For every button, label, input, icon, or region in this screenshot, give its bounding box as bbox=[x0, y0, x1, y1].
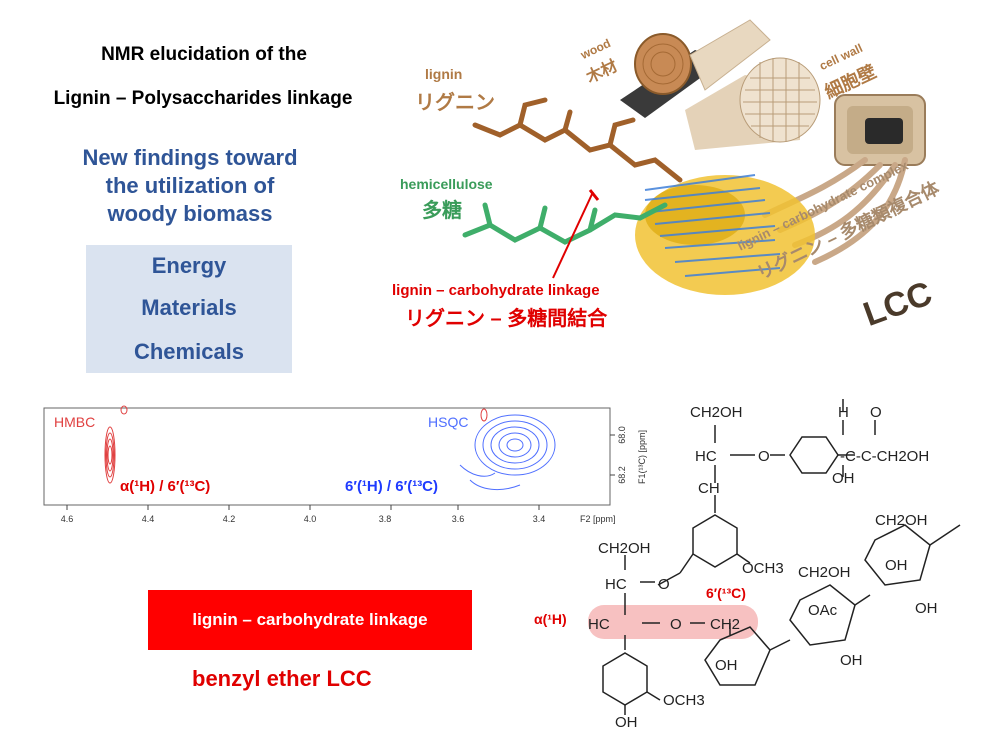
atom-oh-top: OH bbox=[832, 470, 855, 487]
subtitle-line-1: New findings toward bbox=[82, 145, 298, 170]
atom-ch2oh-mid: CH2OH bbox=[598, 540, 651, 557]
label-lignin-en: lignin bbox=[425, 66, 463, 82]
applications-box: Energy Materials Chemicals bbox=[86, 245, 292, 373]
application-materials: Materials bbox=[141, 295, 237, 320]
peak-label-hmbc: α(¹H) / 6′(¹³C) bbox=[120, 478, 211, 495]
label-linkage-ja: リグニン – 多糖間結合 bbox=[405, 308, 608, 330]
x-tick-4.2: 4.2 bbox=[223, 514, 236, 524]
x-tick-4.6: 4.6 bbox=[61, 514, 74, 524]
label-hemicellulose-ja: 多糖 bbox=[422, 200, 462, 222]
lcc-chemical-structure: CH2OH HC O CH H O -C-C-CH2OH OH OCH3 CH2… bbox=[588, 399, 961, 731]
y-axis-label: F1(¹³C) [ppm] bbox=[637, 430, 647, 484]
wood-structure-illustration bbox=[462, 19, 926, 295]
atom-o-mid: O bbox=[658, 576, 670, 593]
application-energy: Energy bbox=[151, 253, 227, 278]
atom-oh-sugar3b: OH bbox=[915, 600, 938, 617]
conclusion-text: benzyl ether LCC bbox=[192, 666, 372, 691]
atom-h: H bbox=[838, 404, 849, 421]
subtitle: New findings toward the utilization of w… bbox=[40, 144, 340, 228]
label-linkage-en: lignin – carbohydrate linkage bbox=[392, 282, 600, 299]
label-hemicellulose-en: hemicellulose bbox=[400, 176, 493, 192]
atom-ch2oh-sugar2: CH2OH bbox=[798, 564, 851, 581]
cell-wall-illustration bbox=[685, 57, 926, 166]
atom-hc-top: HC bbox=[695, 448, 717, 465]
title-line-1: NMR elucidation of the bbox=[101, 44, 307, 65]
x-tick-4.4: 4.4 bbox=[142, 514, 155, 524]
alpha-h-label: α(¹H) bbox=[534, 611, 567, 627]
atom-side-chain: -C-C-CH2OH bbox=[840, 448, 929, 465]
atom-och3-bottom: OCH3 bbox=[663, 692, 705, 709]
y-tick-68.2: 68.2 bbox=[617, 466, 627, 484]
six-c-label: 6′(¹³C) bbox=[706, 585, 746, 601]
x-tick-4.0: 4.0 bbox=[304, 514, 317, 524]
peak-label-hsqc: 6′(¹H) / 6′(¹³C) bbox=[345, 478, 439, 495]
atom-ch2oh-top: CH2OH bbox=[690, 404, 743, 421]
atom-o-top: O bbox=[758, 448, 770, 465]
x-tick-3.6: 3.6 bbox=[452, 514, 465, 524]
x-axis bbox=[66, 505, 540, 510]
hsqc-contours bbox=[459, 414, 556, 491]
label-lignin-ja: リグニン bbox=[415, 92, 495, 114]
atom-ohho: OH bbox=[715, 657, 738, 674]
x-axis-unit: F2 [ppm] bbox=[580, 514, 616, 524]
atom-oh-sugar2: OH bbox=[840, 652, 863, 669]
nmr-spectrum: 4.6 4.4 4.2 4.0 3.8 3.6 3.4 F2 [ppm] 68.… bbox=[43, 405, 647, 524]
wood-log-illustration bbox=[620, 19, 771, 118]
linkage-pointer bbox=[552, 191, 594, 279]
title-line-2: Lignin – Polysaccharides linkage bbox=[53, 88, 353, 109]
atom-ch2-six: CH2 bbox=[710, 616, 740, 633]
y-tick-68.0: 68.0 bbox=[617, 426, 627, 444]
ether-linkage-highlight bbox=[588, 605, 758, 639]
atom-o-ether: O bbox=[670, 616, 682, 633]
hsqc-label: HSQC bbox=[428, 414, 469, 430]
hemicellulose-molecule-illustration bbox=[462, 202, 668, 245]
atom-hc-mid: HC bbox=[605, 576, 627, 593]
atom-hc-alpha: HC bbox=[588, 616, 610, 633]
atom-ch: CH bbox=[698, 480, 720, 497]
linkage-banner: lignin – carbohydrate linkage bbox=[148, 590, 472, 650]
atom-oh-bottom: OH bbox=[615, 714, 638, 731]
atom-oh-sugar3: OH bbox=[885, 557, 908, 574]
x-tick-3.4: 3.4 bbox=[533, 514, 546, 524]
subtitle-line-3: woody biomass bbox=[107, 201, 273, 226]
lcc-complex-illustration bbox=[635, 174, 815, 295]
atom-och3-mid: OCH3 bbox=[742, 560, 784, 577]
atom-oac: OAc bbox=[808, 602, 838, 619]
atom-o-keto: O bbox=[870, 404, 882, 421]
subtitle-line-2: the utilization of bbox=[105, 173, 275, 198]
atom-ch2oh-sugar3: CH2OH bbox=[875, 512, 928, 529]
application-chemicals: Chemicals bbox=[133, 339, 245, 364]
hmbc-label: HMBC bbox=[54, 414, 96, 430]
lignin-molecule-illustration bbox=[472, 97, 683, 183]
hmbc-contours bbox=[104, 405, 128, 484]
linkage-bond-mark bbox=[588, 189, 600, 201]
x-tick-3.8: 3.8 bbox=[379, 514, 392, 524]
